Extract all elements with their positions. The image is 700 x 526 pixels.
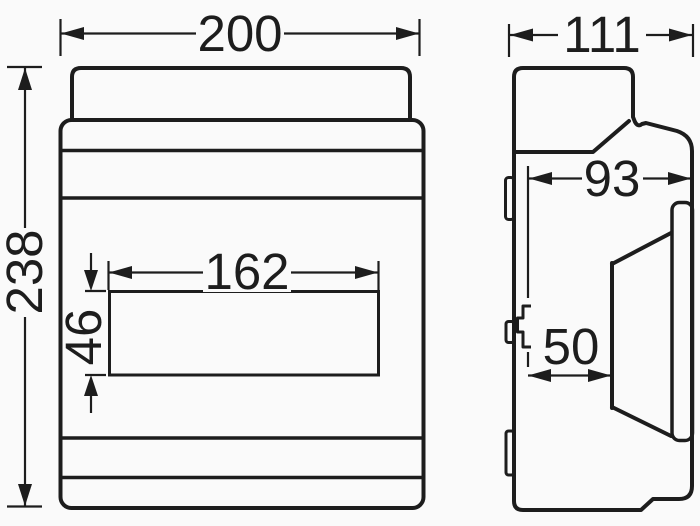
front-width-label: 200 <box>197 5 282 62</box>
front-module-window <box>108 290 380 377</box>
arrowhead-left <box>510 28 533 42</box>
side-hinge-tab-middle <box>504 320 516 344</box>
arrowhead-down <box>84 270 98 291</box>
arrowhead-right <box>588 369 611 382</box>
arrowhead-left <box>109 266 132 279</box>
side-hinge-tab-bottom <box>504 429 516 477</box>
label-background <box>196 14 284 55</box>
arrowhead-left <box>529 172 552 185</box>
side-lid-joint-line <box>512 119 631 154</box>
side-rear-panel <box>670 200 695 443</box>
dimension-front-height: 238 <box>0 65 53 508</box>
side-view: 111 93 50 <box>504 6 695 512</box>
dimension-front-width: 200 <box>59 5 421 62</box>
dimension-side-depth: 111 <box>507 6 695 63</box>
label-background <box>582 159 643 199</box>
body-depth-label: 93 <box>584 150 641 207</box>
front-height-label: 238 <box>0 229 53 314</box>
front-depth-label: 50 <box>543 318 600 375</box>
dimension-front-depth: 50 <box>528 318 611 382</box>
arrowhead-up <box>18 68 32 90</box>
window-height-label: 46 <box>55 309 112 366</box>
arrowhead-up <box>84 375 98 396</box>
label-background <box>5 228 45 317</box>
side-depth-label: 111 <box>563 6 641 63</box>
front-lid-outline <box>70 66 412 122</box>
label-background <box>558 15 646 55</box>
arrowhead-right <box>396 27 419 40</box>
side-taper-bottom-wall <box>610 405 673 438</box>
front-view: 200 238 162 <box>0 5 426 510</box>
arrowhead-right <box>668 172 691 185</box>
side-clip-bracket <box>516 304 531 349</box>
arrowhead-down <box>18 484 32 506</box>
dimension-window-width: 162 <box>107 243 380 300</box>
side-body-outline <box>512 66 694 512</box>
arrowhead-right <box>355 266 378 279</box>
arrowhead-left <box>61 27 84 40</box>
label-background <box>203 252 291 292</box>
dimension-body-depth: 93 <box>529 150 691 207</box>
side-hinge-tab-top <box>504 176 516 221</box>
front-body-outline <box>58 118 426 510</box>
arrowhead-right <box>669 28 692 42</box>
window-width-label: 162 <box>204 243 289 300</box>
dimension-window-height: 46 <box>55 253 112 413</box>
arrowhead-left <box>528 369 551 382</box>
side-taper-top-wall <box>610 231 673 266</box>
